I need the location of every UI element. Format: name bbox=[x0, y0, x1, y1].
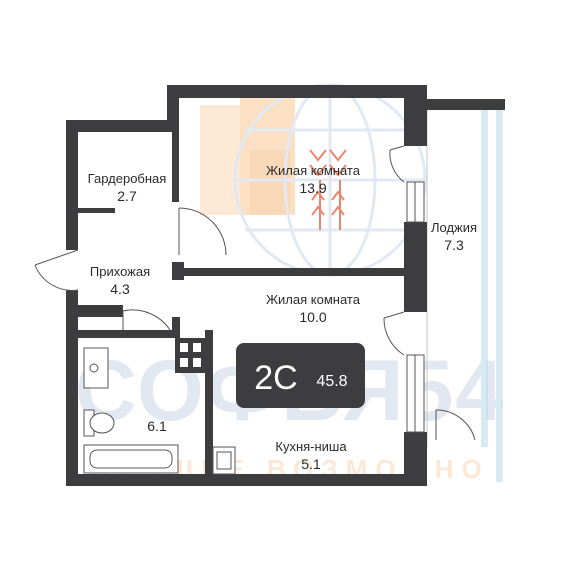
room-labels: Гардеробная 2.7 Жилая комната 13.9 Лоджи… bbox=[88, 163, 477, 472]
wall-balcony-top bbox=[427, 99, 505, 110]
ventilation-shaft bbox=[175, 338, 205, 373]
wall-wardrobe-right bbox=[172, 120, 179, 202]
apartment-badge: 2С 45.8 bbox=[236, 343, 365, 408]
wall-top-main bbox=[167, 85, 427, 98]
wall-hall-bottom-left bbox=[78, 305, 123, 317]
door-bathroom bbox=[122, 309, 171, 331]
room-hallway-label: Прихожая bbox=[90, 264, 150, 279]
wall-right-upper bbox=[404, 85, 427, 146]
doors bbox=[34, 145, 476, 441]
room-living2-label: Жилая комната bbox=[266, 292, 361, 307]
kitchen-sink-icon bbox=[212, 446, 236, 475]
sink-icon bbox=[83, 347, 109, 389]
badge-background bbox=[236, 343, 365, 408]
room-living2-area: 10.0 bbox=[299, 309, 326, 325]
room-loggia-area: 7.3 bbox=[444, 237, 464, 253]
room-bathroom-area: 6.1 bbox=[147, 418, 167, 434]
badge-total-area: 45.8 bbox=[316, 373, 347, 390]
room-kitchen-label: Кухня-ниша bbox=[275, 439, 347, 454]
wall-bath-top bbox=[78, 330, 173, 338]
room-wardrobe-area: 2.7 bbox=[117, 188, 137, 204]
wall-top-left-vertical bbox=[167, 85, 179, 130]
wall-right-lower bbox=[404, 432, 427, 486]
badge-type: 2С bbox=[254, 359, 297, 397]
walls bbox=[66, 85, 505, 486]
watermark-globe bbox=[233, 83, 427, 277]
wall-hall-wardrobe bbox=[78, 208, 115, 213]
wall-wardrobe-top bbox=[66, 120, 179, 132]
bathtub-icon bbox=[83, 444, 179, 474]
door-loggia-mid bbox=[383, 311, 405, 356]
wall-left-upper bbox=[66, 120, 78, 250]
room-kitchen-area: 5.1 bbox=[301, 456, 321, 472]
wall-bath-right bbox=[205, 330, 213, 474]
watermark-building-left bbox=[200, 105, 240, 215]
watermark: СОФЬЯ54 ЛУЧШЕЕ ВОЗМОЖНО bbox=[75, 83, 503, 484]
room-living1-label: Жилая комната bbox=[266, 163, 361, 178]
door-loggia-upper bbox=[389, 145, 405, 183]
fixtures bbox=[83, 347, 236, 475]
door-loggia-lower bbox=[435, 409, 476, 441]
wall-bath-stub bbox=[172, 317, 180, 338]
toilet-icon bbox=[83, 409, 115, 437]
door-entrance bbox=[34, 249, 79, 291]
door-wardrobe bbox=[178, 207, 227, 256]
watermark-building-right bbox=[250, 150, 290, 215]
room-hallway-area: 4.3 bbox=[110, 281, 130, 297]
watermark-ornament bbox=[309, 149, 347, 230]
wall-living-divider bbox=[172, 268, 422, 276]
wall-right-mid bbox=[404, 222, 427, 312]
wall-bottom bbox=[66, 474, 427, 486]
room-wardrobe-label: Гардеробная bbox=[88, 171, 167, 186]
room-loggia-label: Лоджия bbox=[431, 220, 477, 235]
windows bbox=[406, 181, 425, 433]
wall-left-lower bbox=[66, 290, 78, 486]
room-living1-area: 13.9 bbox=[299, 180, 326, 196]
